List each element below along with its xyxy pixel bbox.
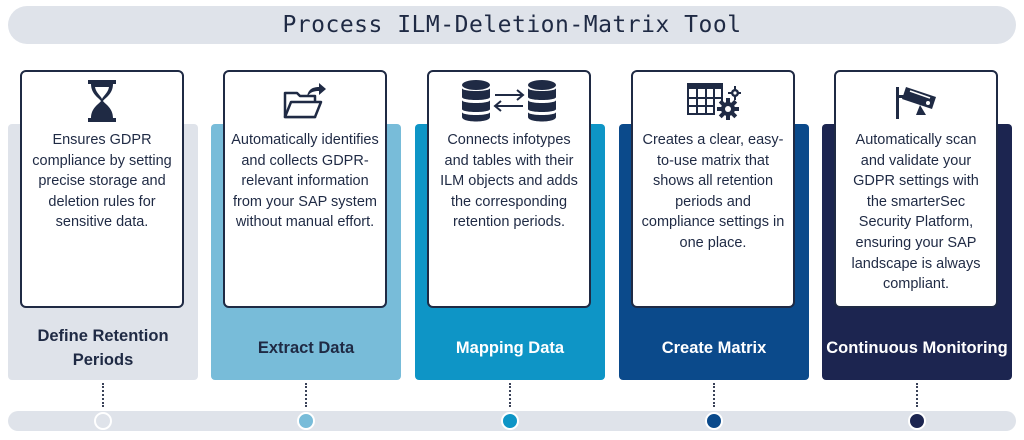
step-define-retention-periods: Ensures GDPR compliance by setting preci… (8, 0, 198, 440)
step-label: Create Matrix (661, 339, 767, 357)
folder-export-icon (225, 78, 385, 124)
step-card: Automatically identifies and collects GD… (223, 70, 387, 308)
step-mapping-data: Connects infotypes and tables with their… (415, 0, 605, 440)
step-create-matrix: Creates a clear, easy-to-use matrix that… (619, 0, 809, 440)
page-title: Process ILM-Deletion-Matrix Tool (282, 12, 742, 38)
timeline-dot (908, 412, 926, 430)
step-connector (102, 383, 104, 407)
step-label: Continuous Monitoring (826, 339, 1008, 357)
step-description: Ensures GDPR compliance by setting preci… (32, 132, 172, 231)
step-connector (916, 383, 918, 407)
step-description: Connects infotypes and tables with their… (440, 132, 578, 231)
security-camera-icon (836, 78, 996, 124)
timeline-dot (501, 412, 519, 430)
step-connector (509, 383, 511, 407)
step-description: Creates a clear, easy-to-use matrix that… (641, 132, 785, 251)
timeline-dot (94, 412, 112, 430)
title-bar: Process ILM-Deletion-Matrix Tool (8, 6, 1016, 44)
step-description: Automatically scan and validate your GDP… (851, 132, 981, 293)
step-continuous-monitoring: Automatically scan and validate your GDP… (822, 0, 1012, 440)
step-card: Ensures GDPR compliance by setting preci… (20, 70, 184, 308)
step-card: Connects infotypes and tables with their… (427, 70, 591, 308)
step-label: Mapping Data (455, 339, 565, 357)
timeline-dot (297, 412, 315, 430)
hourglass-icon (22, 78, 182, 124)
database-exchange-icon (429, 78, 589, 124)
step-connector (305, 383, 307, 407)
step-label: Extract Data (257, 339, 355, 357)
table-gear-icon (633, 78, 793, 124)
step-card: Creates a clear, easy-to-use matrix that… (631, 70, 795, 308)
step-card: Automatically scan and validate your GDP… (834, 70, 998, 308)
step-connector (713, 383, 715, 407)
timeline-dot (705, 412, 723, 430)
step-description: Automatically identifies and collects GD… (231, 132, 379, 231)
step-extract-data: Automatically identifies and collects GD… (211, 0, 401, 440)
step-label: Define Retention Periods (37, 327, 169, 369)
